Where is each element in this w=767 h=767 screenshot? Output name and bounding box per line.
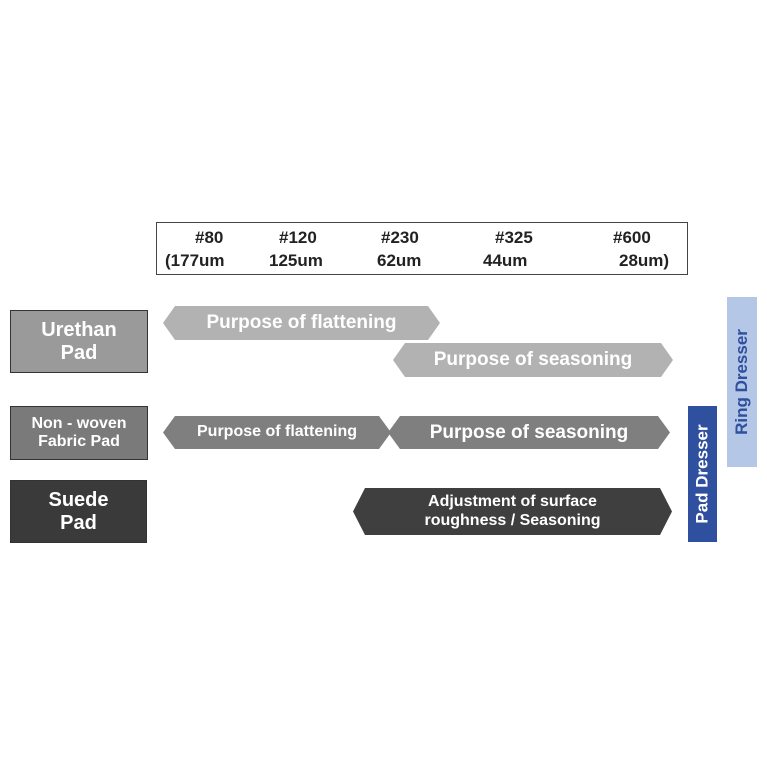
urethan-flattening-arrow: Purpose of flattening bbox=[163, 306, 440, 340]
size-44um: 44um bbox=[483, 251, 528, 270]
urethan-seasoning-label: Purpose of seasoning bbox=[433, 349, 633, 371]
pad-dresser-label: Pad Dresser bbox=[692, 424, 712, 524]
ring-dresser-label: Ring Dresser bbox=[732, 329, 752, 435]
nonwoven-flattening-arrow: Purpose of flattening bbox=[163, 416, 391, 449]
suede-pad-line-2: Pad bbox=[60, 511, 97, 534]
size-177um: (177um bbox=[165, 251, 225, 270]
size-28um: 28um) bbox=[619, 251, 670, 270]
urethan-pad-line-2: Pad bbox=[60, 341, 98, 364]
urethan-flattening-label: Purpose of flattening bbox=[206, 312, 397, 334]
grit-230: #230 bbox=[381, 228, 419, 247]
suede-adjustment-line-1: Adjustment of surface bbox=[428, 493, 597, 511]
grit-600: #600 bbox=[613, 228, 651, 247]
grit-120: #120 bbox=[279, 228, 317, 247]
nonwoven-seasoning-arrow: Purpose of seasoning bbox=[388, 416, 670, 449]
nonwoven-flattening-label: Purpose of flattening bbox=[197, 423, 357, 441]
grit-80: #80 bbox=[195, 228, 224, 247]
nonwoven-seasoning-label: Purpose of seasoning bbox=[429, 421, 629, 443]
size-62um: 62um bbox=[377, 251, 422, 270]
nonwoven-pad-line-2: Fabric Pad bbox=[38, 433, 120, 450]
size-125um: 125um bbox=[269, 251, 323, 270]
suede-pad-line-1: Suede bbox=[48, 488, 109, 511]
nonwoven-pad-line-1: Non - woven bbox=[31, 414, 127, 432]
suede-adjustment-line-2: roughness / Seasoning bbox=[424, 511, 601, 529]
suede-adjustment-arrow: Adjustment of surface roughness / Season… bbox=[353, 488, 672, 535]
urethan-pad-line-1: Urethan bbox=[41, 318, 117, 341]
grit-325: #325 bbox=[495, 228, 533, 247]
ring-dresser-bar: Ring Dresser bbox=[727, 297, 757, 467]
grit-scale-box: #80 #120 #230 #325 #600 (177um 125um 62u… bbox=[156, 222, 688, 275]
urethan-seasoning-arrow: Purpose of seasoning bbox=[393, 343, 673, 377]
pad-dresser-bar: Pad Dresser bbox=[688, 406, 717, 542]
